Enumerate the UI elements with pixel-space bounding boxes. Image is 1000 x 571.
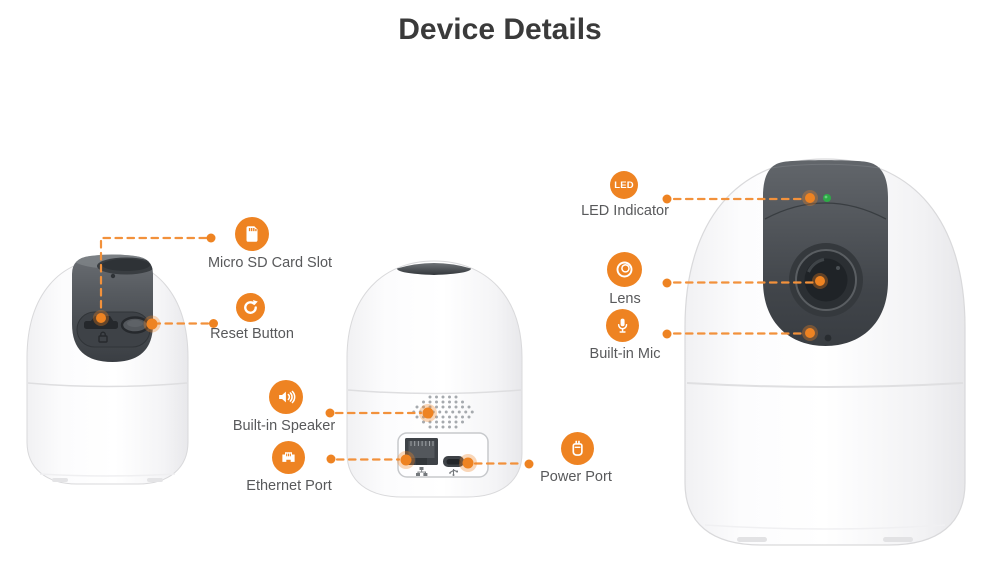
led-indicator-device bbox=[823, 194, 831, 202]
micro-sd-label: Micro SD Card Slot bbox=[207, 255, 333, 271]
callout-led: LED LED Indicator bbox=[566, 171, 684, 219]
speaker-icon bbox=[269, 380, 303, 414]
camera-back-view-illustration bbox=[346, 260, 523, 498]
page-title: Device Details bbox=[398, 13, 602, 46]
micro-usb-port-device bbox=[443, 456, 464, 467]
reset-arrow-icon bbox=[236, 293, 265, 322]
callout-ethernet: Ethernet Port bbox=[230, 441, 348, 494]
body-seam bbox=[27, 382, 188, 388]
ethernet-port-device bbox=[405, 438, 438, 465]
callout-speaker: Built-in Speaker bbox=[225, 380, 343, 434]
network-icon-engraving bbox=[416, 467, 428, 476]
led-badge-icon: LED bbox=[610, 171, 638, 199]
body-seam bbox=[686, 382, 964, 388]
mic-label: Built-in Mic bbox=[589, 346, 661, 362]
head-pinhole bbox=[110, 273, 116, 279]
usb-icon-engraving bbox=[449, 469, 458, 476]
callout-mic: Built-in Mic bbox=[566, 309, 684, 362]
microphone-icon bbox=[606, 309, 639, 342]
lens-label: Lens bbox=[609, 291, 641, 307]
ethernet-icon bbox=[272, 441, 305, 474]
power-label: Power Port bbox=[540, 469, 612, 485]
callout-lens: Lens bbox=[566, 252, 684, 307]
head-seam-arc bbox=[764, 202, 887, 220]
led-label: LED Indicator bbox=[581, 203, 669, 219]
lens-icon bbox=[607, 252, 642, 287]
speaker-label: Built-in Speaker bbox=[232, 418, 336, 434]
camera-side-view-illustration bbox=[26, 254, 189, 485]
led-badge-text: LED bbox=[614, 179, 634, 191]
reset-label: Reset Button bbox=[210, 326, 294, 342]
lock-engraving bbox=[98, 331, 108, 343]
callout-micro-sd: Micro SD Card Slot bbox=[200, 217, 340, 271]
camera-body bbox=[684, 158, 966, 546]
usb-plug-icon bbox=[561, 432, 594, 465]
sd-card-icon bbox=[235, 217, 269, 251]
callout-power: Power Port bbox=[517, 432, 635, 485]
ethernet-label: Ethernet Port bbox=[246, 478, 332, 494]
callout-reset: Reset Button bbox=[192, 293, 312, 342]
mic-hole-device bbox=[824, 334, 832, 342]
lens-device bbox=[789, 243, 863, 317]
camera-front-view-illustration bbox=[684, 158, 966, 546]
head-top-sliver bbox=[397, 263, 471, 275]
body-seam bbox=[347, 389, 522, 395]
